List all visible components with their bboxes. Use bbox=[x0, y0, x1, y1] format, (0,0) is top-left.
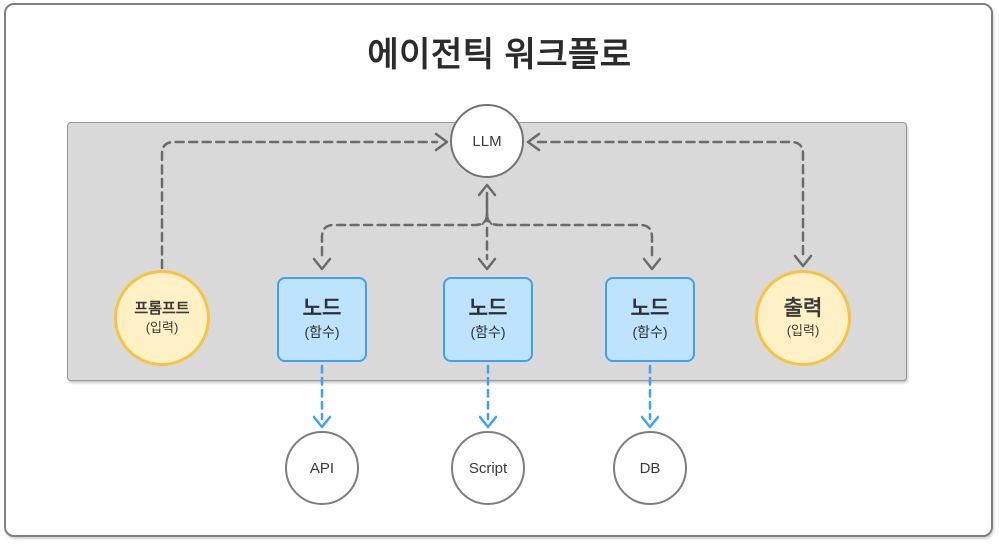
prompt-input-node: 프롬프트 (입력) bbox=[114, 270, 210, 366]
prompt-label: 프롬프트 bbox=[134, 300, 190, 318]
arrow-node-to-db bbox=[640, 364, 660, 429]
outer-frame bbox=[4, 3, 993, 537]
tool-label: Script bbox=[468, 459, 508, 477]
function-node-1: 노드 (함수) bbox=[277, 277, 367, 362]
node-label: 노드 bbox=[468, 296, 508, 320]
arrow-branch-left-node bbox=[312, 212, 489, 271]
tool-node-script: Script bbox=[451, 431, 525, 505]
arrow-node-to-script bbox=[478, 364, 498, 429]
arrow-node-to-api bbox=[312, 364, 332, 429]
arrow-prompt-to-llm bbox=[160, 132, 449, 270]
llm-node: LLM bbox=[450, 104, 524, 178]
tool-node-db: DB bbox=[613, 431, 687, 505]
node-label: 노드 bbox=[630, 296, 670, 320]
diagram-title: 에이전틱 워크플로 bbox=[367, 36, 632, 74]
tool-label: DB bbox=[639, 459, 661, 477]
function-node-3: 노드 (함수) bbox=[605, 277, 695, 362]
arrow-llm-output-loop bbox=[526, 132, 813, 268]
node-label: 노드 bbox=[302, 296, 342, 320]
arrow-branch-right-node bbox=[485, 212, 662, 271]
arrow-branch-center-node bbox=[477, 226, 497, 271]
function-node-2: 노드 (함수) bbox=[443, 277, 533, 362]
node-sublabel: (함수) bbox=[304, 324, 340, 341]
node-sublabel: (함수) bbox=[632, 324, 668, 341]
llm-label: LLM bbox=[472, 132, 502, 150]
tool-node-api: API bbox=[285, 431, 359, 505]
output-node: 출력 (입력) bbox=[755, 270, 851, 366]
prompt-sublabel: (입력) bbox=[145, 320, 179, 336]
node-sublabel: (함수) bbox=[470, 324, 506, 341]
output-sublabel: (입력) bbox=[786, 323, 820, 339]
tool-label: API bbox=[309, 459, 335, 477]
output-label: 출력 bbox=[783, 297, 823, 321]
